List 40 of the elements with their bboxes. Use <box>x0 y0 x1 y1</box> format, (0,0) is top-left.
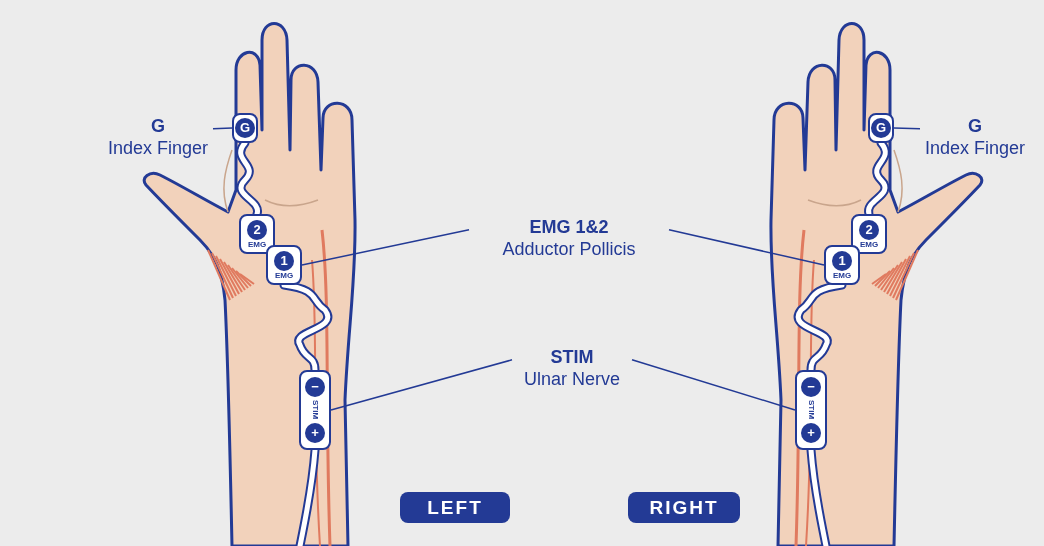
pad-label: EMG <box>274 270 294 280</box>
electrode-name: EMG 1&2 <box>528 216 610 238</box>
electrode-letter: G <box>871 118 891 138</box>
leader-line <box>668 229 825 266</box>
hand-side-label: RIGHT <box>628 492 740 523</box>
emg-electrode-pad <box>266 245 302 285</box>
electrode-number: 1 <box>832 250 852 271</box>
leader-line <box>212 127 233 130</box>
hand-side-label: LEFT <box>400 492 510 523</box>
leader-line <box>631 359 796 411</box>
ground-electrode-pad <box>868 113 894 143</box>
electrode-name: G <box>150 115 166 137</box>
ground-electrode-pad <box>232 113 258 143</box>
electrode-letter: G <box>235 118 255 138</box>
pad-label: STIM <box>310 400 320 420</box>
placement-label: Adductor Pollicis <box>501 238 637 260</box>
placement-label: Ulnar Nerve <box>523 368 621 390</box>
electrode-number: 2 <box>247 219 267 240</box>
electrode-number: 1 <box>274 250 294 271</box>
polarity-sign: + <box>305 422 325 443</box>
polarity-sign: − <box>305 377 325 398</box>
leader-line <box>301 229 470 266</box>
pad-label: EMG <box>247 239 267 249</box>
stimulation-electrode-pad <box>795 370 827 450</box>
emg-electrode-pad <box>239 214 275 254</box>
pad-label: EMG <box>859 239 879 249</box>
electrode-number: 2 <box>859 219 879 240</box>
stimulation-electrode-pad <box>299 370 331 450</box>
polarity-sign: + <box>801 422 821 443</box>
polarity-sign: − <box>801 377 821 398</box>
leader-line <box>330 359 513 411</box>
placement-label: Index Finger <box>923 137 1027 159</box>
placement-label: Index Finger <box>106 137 210 159</box>
pad-label: EMG <box>832 270 852 280</box>
electrode-name: STIM <box>549 346 595 368</box>
leader-line <box>893 127 921 130</box>
emg-electrode-pad <box>824 245 860 285</box>
pad-label: STIM <box>806 400 816 420</box>
electrode-name: G <box>967 115 983 137</box>
emg-electrode-pad <box>851 214 887 254</box>
